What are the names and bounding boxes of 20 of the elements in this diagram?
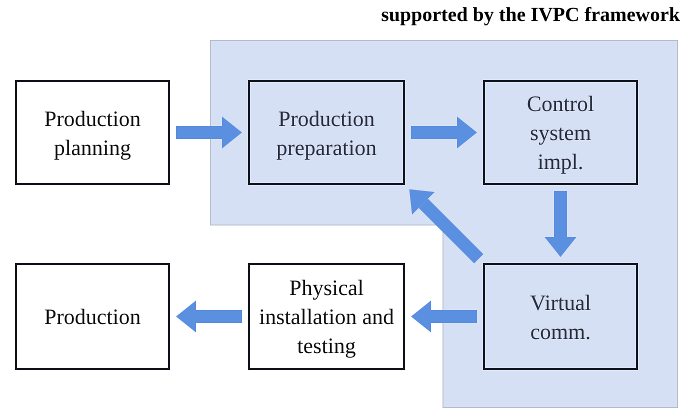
arrow: [411, 300, 477, 332]
process-box: [483, 263, 638, 370]
arrow: [176, 300, 242, 332]
box-label: Physical installation and testing: [258, 274, 396, 360]
process-box: [483, 80, 638, 185]
highlight-region: [210, 40, 678, 408]
arrow: [411, 116, 477, 148]
arrow: [409, 189, 484, 264]
process-box: [15, 80, 170, 185]
box-label: Production: [44, 303, 141, 331]
arrow: [544, 191, 576, 257]
arrow: [176, 116, 242, 148]
process-box: [15, 263, 170, 370]
region-heading: supported by the IVPC framework: [381, 4, 680, 27]
box-label: Control system impl.: [526, 90, 596, 176]
process-box: [248, 80, 405, 185]
box-label: Virtual comm.: [529, 288, 592, 346]
box-label: Production preparation: [275, 104, 378, 162]
process-box: [248, 263, 405, 370]
box-label: Production planning: [43, 104, 142, 162]
